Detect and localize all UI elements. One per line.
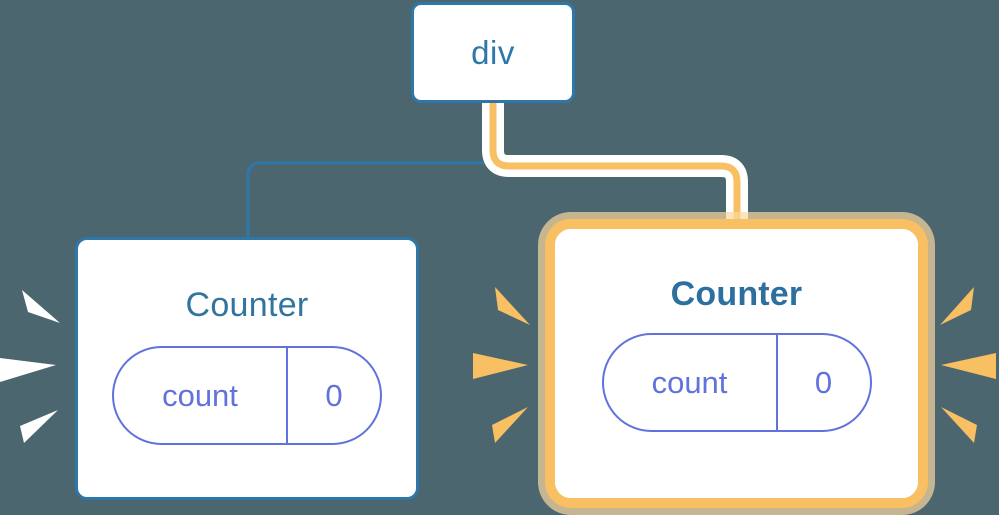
sparkle-icon [941,407,977,443]
node-div[interactable]: div [411,2,575,103]
sparkle-group-middle-orange [473,287,530,443]
edge-div-to-counter-left [246,101,495,242]
sparkle-icon [495,287,530,325]
state-key-left: count [114,348,288,443]
state-pill-right[interactable]: count 0 [601,333,872,432]
sparkle-icon [473,353,528,379]
sparkle-group-left-white [0,290,60,443]
sparkle-group-right-orange [940,287,996,443]
node-counter-left-label: Counter [185,286,309,324]
node-counter-left[interactable]: Counter count 0 [75,237,419,500]
state-key-right: count [604,335,778,430]
state-value-left: 0 [325,378,343,413]
node-counter-right-label: Counter [670,275,803,313]
state-pill-left[interactable]: count 0 [112,346,382,445]
sparkle-icon [492,407,528,443]
sparkle-icon [0,358,56,382]
node-div-label: div [471,34,515,71]
sparkle-icon [20,410,58,443]
edge-div-to-counter-right [489,103,741,225]
sparkle-icon [941,353,996,379]
node-counter-right[interactable]: Counter count 0 [545,219,928,508]
state-value-right: 0 [814,365,833,400]
sparkle-icon [22,290,60,323]
sparkle-icon [940,287,974,325]
